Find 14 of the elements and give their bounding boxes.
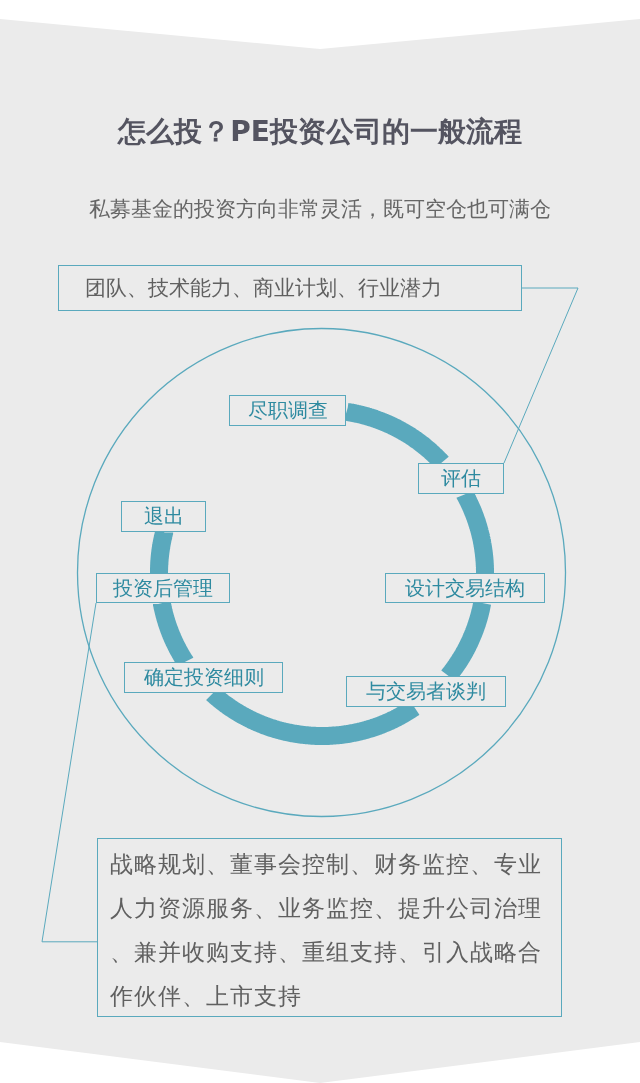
step-box: 尽职调查: [229, 395, 346, 426]
text-box: 团队、技术能力、商业计划、行业潜力: [58, 265, 522, 311]
step-box: 设计交易结构: [385, 573, 545, 603]
outline-circle: [77, 328, 566, 817]
text-box: 战略规划、董事会控制、财务监控、专业人力资源服务、业务监控、提升公司治理、兼并收购支持、重组支持、引入战略合作伙伴、上市支持: [97, 838, 562, 1017]
step-box: 与交易者谈判: [346, 676, 506, 707]
step-box: 投资后管理: [96, 573, 230, 603]
leader-line: [503, 287, 579, 464]
step-box: 评估: [418, 463, 504, 494]
step-box: 确定投资细则: [124, 662, 283, 693]
subtitle: 私募基金的投资方向非常灵活，既可空仓也可满仓: [88, 196, 552, 223]
step-box: 退出: [121, 501, 206, 532]
leader-line: [41, 602, 98, 943]
title: 怎么投？PE投资公司的一般流程: [116, 114, 523, 150]
